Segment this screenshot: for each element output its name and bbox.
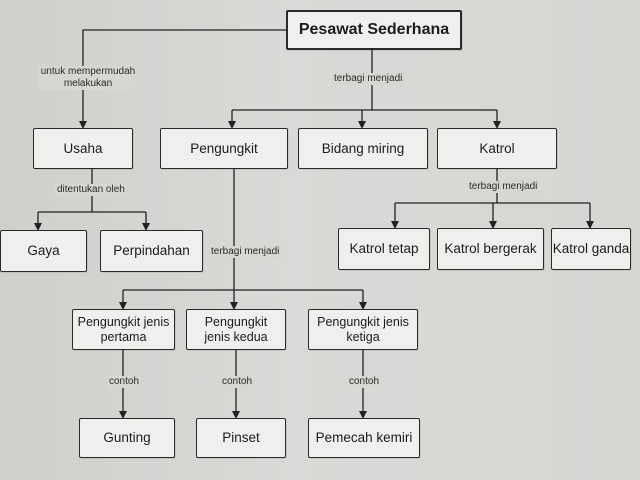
node-pemecah-kemiri: Pemecah kemiri (308, 418, 420, 458)
label-terbagi-root: terbagi menjadi (332, 73, 405, 85)
node-katrol-bergerak: Katrol bergerak (437, 228, 544, 270)
label-ditentukan: ditentukan oleh (55, 184, 127, 196)
node-pengungkit: Pengungkit (160, 128, 288, 169)
label-terbagi-katrol: terbagi menjadi (467, 181, 540, 193)
node-katrol: Katrol (437, 128, 557, 169)
node-gunting: Gunting (79, 418, 175, 458)
node-katrol-ganda: Katrol ganda (551, 228, 631, 270)
node-pengungkit-jenis-ketiga: Pengungkit jenis ketiga (308, 309, 418, 350)
node-pengungkit-jenis-kedua: Pengungkit jenis kedua (186, 309, 286, 350)
edge-root-usaha (79, 29, 288, 129)
label-terbagi-pengungkit: terbagi menjadi (209, 246, 282, 258)
node-pesawat-sederhana: Pesawat Sederhana (286, 10, 462, 50)
label-contoh-3: contoh (347, 376, 382, 388)
node-usaha: Usaha (33, 128, 133, 169)
node-katrol-tetap: Katrol tetap (338, 228, 430, 270)
label-contoh-1: contoh (107, 376, 142, 388)
label-untuk: untuk mempermudah melakukan (38, 66, 138, 90)
node-gaya: Gaya (0, 230, 87, 272)
node-pengungkit-jenis-pertama: Pengungkit jenis pertama (72, 309, 175, 350)
node-bidang-miring: Bidang miring (298, 128, 428, 169)
node-pinset: Pinset (196, 418, 286, 458)
node-perpindahan: Perpindahan (100, 230, 203, 272)
label-contoh-2: contoh (220, 376, 255, 388)
